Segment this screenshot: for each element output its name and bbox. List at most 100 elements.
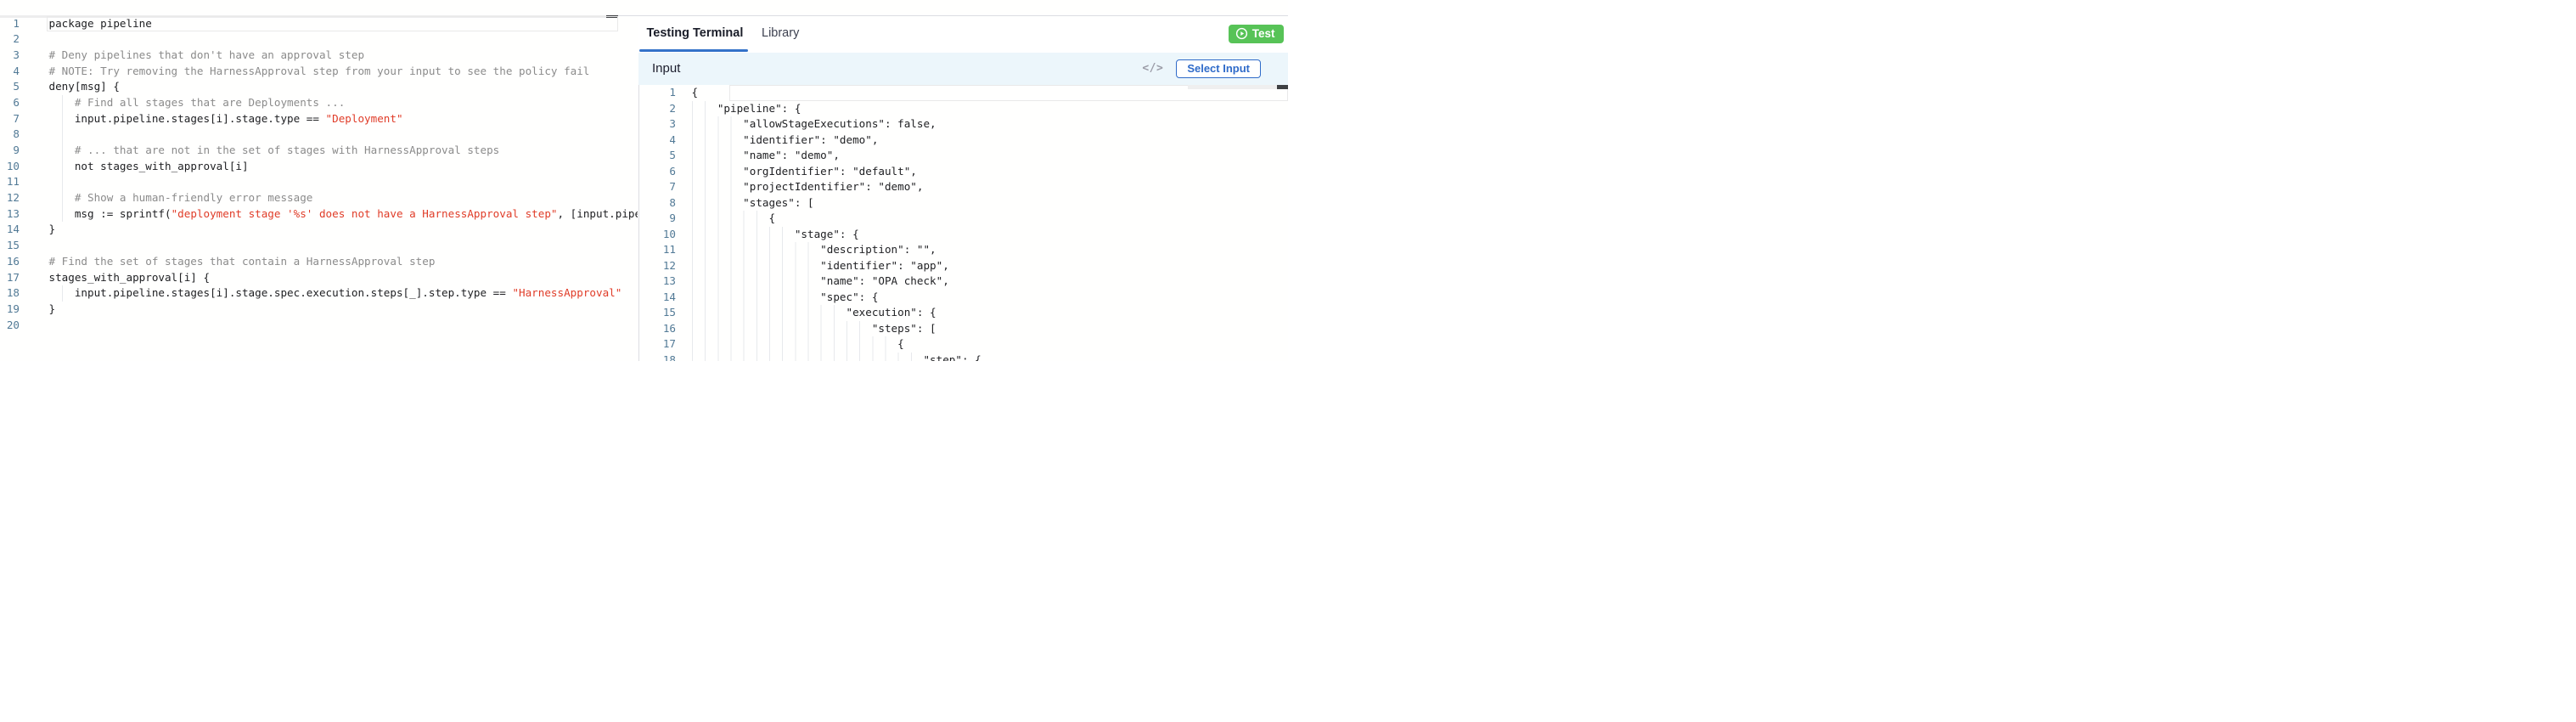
code-token: "identifier": "app", — [820, 258, 949, 272]
indent-guides — [691, 242, 821, 258]
line-number: 3 — [13, 48, 20, 61]
code-token: { — [768, 212, 776, 224]
code-line: 16 # Find the set of stages that contain … — [0, 254, 638, 270]
code-line-content: "stage": { — [686, 226, 1288, 242]
testing-terminal-tabs: Testing Terminal Library Test — [638, 15, 1288, 53]
code-line-content: # Find all stages that are Deployments .… — [29, 94, 638, 111]
code-token: "orgIdentifier": "default", — [743, 164, 917, 178]
line-number: 6 — [13, 95, 20, 109]
code-line-content: "stages": [ — [686, 195, 1288, 211]
line-number: 8 — [13, 127, 20, 141]
indent-guides — [691, 320, 872, 336]
code-line: 16 "steps": [ — [638, 320, 1288, 336]
code-line-content: "identifier": "app", — [686, 257, 1288, 274]
line-number: 3 — [669, 117, 676, 130]
code-line: 3 "allowStageExecutions": false, — [638, 116, 1288, 133]
scrollbar-thumb[interactable] — [1276, 85, 1288, 89]
code-line-content: "pipeline": { — [686, 100, 1288, 116]
code-token: "pipeline": { — [717, 101, 801, 115]
code-line-content — [29, 174, 638, 191]
code-token: } — [48, 223, 56, 236]
code-line: 6 # Find all stages that are Deployments… — [0, 94, 638, 111]
line-number: 19 — [6, 302, 20, 315]
indent-guides — [691, 116, 744, 133]
test-button[interactable]: Test — [1228, 24, 1284, 43]
code-line: 9 { — [638, 211, 1288, 227]
line-number: 18 — [6, 286, 20, 300]
indent-guides — [48, 110, 75, 127]
code-line: 13 "name": "OPA check", — [638, 274, 1288, 290]
code-token: "execution": { — [846, 306, 936, 319]
code-line-content: { — [686, 211, 1288, 227]
code-token: , [input.pipel — [557, 206, 638, 220]
tab-testing-terminal[interactable]: Testing Terminal — [646, 25, 744, 40]
select-input-button[interactable]: Select Input — [1176, 59, 1261, 78]
indent-guides — [691, 179, 744, 195]
code-token: # Deny pipelines that don't have an appr… — [48, 48, 365, 61]
code-token: not stages_with_approval[i] — [74, 159, 249, 172]
tab-library[interactable]: Library — [762, 25, 800, 40]
code-line: 2 — [0, 31, 638, 48]
indent-guides — [691, 289, 821, 305]
code-line-content: } — [29, 222, 638, 238]
code-line: 11 — [0, 174, 638, 191]
code-token: "spec": { — [820, 290, 879, 303]
code-line: 8 — [0, 127, 638, 143]
code-token: "allowStageExecutions": false, — [743, 117, 936, 130]
line-number: 16 — [6, 254, 20, 268]
code-line-content: "name": "demo", — [686, 148, 1288, 164]
indent-guides — [691, 274, 821, 290]
code-token: "description": "", — [820, 243, 936, 256]
line-number: 7 — [669, 180, 676, 193]
line-number: 7 — [13, 111, 20, 125]
indent-guides — [691, 336, 898, 353]
code-line-content: # NOTE: Try removing the HarnessApproval… — [29, 64, 638, 80]
code-line: 15 — [0, 238, 638, 254]
code-line: 17 { — [638, 336, 1288, 353]
code-line-content: stages_with_approval[i] { — [29, 270, 638, 286]
code-line-content: not stages_with_approval[i] — [29, 158, 638, 175]
code-token: # ... that are not in the set of stages … — [74, 144, 500, 156]
code-line: 18 "step": { — [638, 352, 1288, 362]
code-line: 18 input.pipeline.stages[i].stage.spec.e… — [0, 285, 638, 302]
line-number: 12 — [662, 258, 676, 272]
code-token: input.pipeline.stages[i].stage.spec.exec… — [74, 286, 513, 300]
code-token: # Show a human-friendly error message — [74, 191, 313, 205]
code-line: 10 not stages_with_approval[i] — [0, 158, 638, 175]
code-line-content: } — [29, 302, 638, 318]
line-number: 11 — [662, 243, 676, 256]
code-token: "step": { — [923, 353, 981, 362]
line-number: 2 — [669, 101, 676, 115]
code-token: msg := sprintf( — [74, 206, 172, 220]
code-line-content: # Deny pipelines that don't have an appr… — [29, 48, 638, 64]
code-line: 12 "identifier": "app", — [638, 257, 1288, 274]
code-line: 13 msg := sprintf("deployment stage '%s'… — [0, 206, 638, 223]
code-token: "stage": { — [794, 227, 859, 240]
code-line-content: "execution": { — [686, 305, 1288, 321]
input-json-editor[interactable]: 1{2 "pipeline": {3 "allowStageExecutions… — [638, 85, 1288, 361]
code-token: # Find all stages that are Deployments .… — [74, 95, 346, 109]
code-token: # Find the set of stages that contain a … — [48, 254, 436, 268]
code-token: "Deployment" — [325, 111, 403, 125]
code-line-content — [29, 127, 638, 143]
code-line-content: "description": "", — [686, 242, 1288, 258]
line-number: 4 — [669, 133, 676, 146]
code-line: 2 "pipeline": { — [638, 100, 1288, 116]
line-number: 11 — [6, 175, 20, 189]
panel-divider[interactable] — [638, 14, 639, 361]
line-number: 4 — [13, 64, 20, 77]
code-view-icon[interactable]: </> — [1142, 62, 1164, 76]
input-editor-horizontal-scrollbar[interactable] — [1188, 85, 1288, 89]
code-line: 12 # Show a human-friendly error message — [0, 190, 638, 206]
line-number: 2 — [13, 32, 20, 46]
code-line-content: # Show a human-friendly error message — [29, 190, 638, 206]
code-line-content: msg := sprintf("deployment stage '%s' do… — [29, 206, 638, 223]
code-line: 14} — [0, 222, 638, 238]
line-number: 10 — [662, 227, 676, 240]
indent-guides — [48, 174, 75, 191]
code-line: 7 "projectIdentifier": "demo", — [638, 179, 1288, 195]
